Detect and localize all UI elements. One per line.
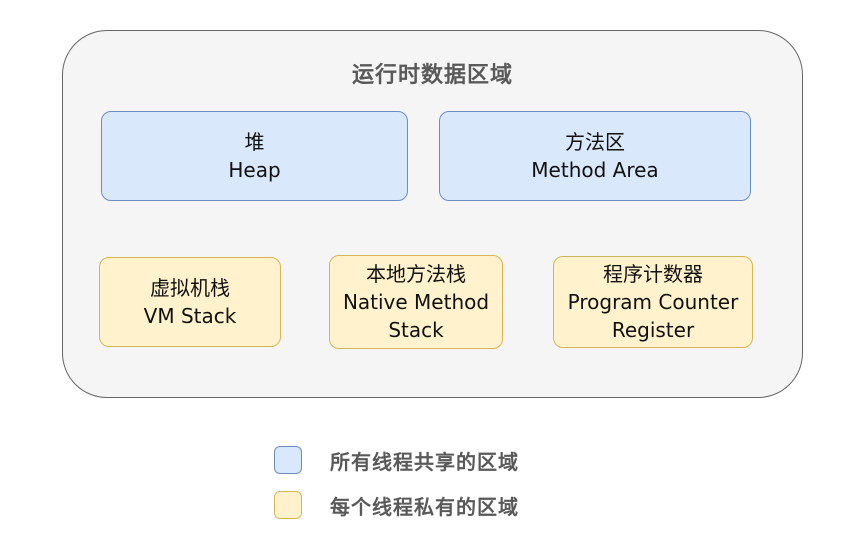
legend-label-private: 每个线程私有的区域 xyxy=(330,494,519,519)
diagram-title: 运行时数据区域 xyxy=(351,63,513,88)
method-area-label-en: Method Area xyxy=(531,158,659,182)
vm-stack-box: 虚拟机栈 VM Stack xyxy=(99,257,281,347)
program-counter-box: 程序计数器 Program Counter Register xyxy=(553,256,753,348)
runtime-data-area-container: 运行时数据区域 堆 Heap 方法区 Method Area 虚拟机栈 VM S… xyxy=(62,30,803,398)
heap-box: 堆 Heap xyxy=(101,111,408,201)
vm-stack-label-en: VM Stack xyxy=(143,304,237,328)
private-yellow-swatch xyxy=(274,491,302,519)
program-counter-label-zh: 程序计数器 xyxy=(603,262,703,286)
native-method-stack-box: 本地方法栈 Native Method Stack xyxy=(329,255,503,349)
heap-label-zh: 堆 xyxy=(244,130,265,154)
program-counter-label-en: Program Counter Register xyxy=(567,290,739,342)
native-method-stack-label-zh: 本地方法栈 xyxy=(366,262,466,286)
shared-blue-swatch xyxy=(274,446,302,474)
legend-row-shared: 所有线程共享的区域 xyxy=(274,446,519,474)
method-area-label-zh: 方法区 xyxy=(565,130,625,154)
method-area-box: 方法区 Method Area xyxy=(439,111,751,201)
heap-label-en: Heap xyxy=(228,158,281,182)
legend-row-private: 每个线程私有的区域 xyxy=(274,491,519,519)
legend-label-shared: 所有线程共享的区域 xyxy=(330,449,519,474)
native-method-stack-label-en: Native Method Stack xyxy=(342,290,490,342)
legend: 所有线程共享的区域 每个线程私有的区域 xyxy=(274,446,519,519)
vm-stack-label-zh: 虚拟机栈 xyxy=(150,276,230,300)
